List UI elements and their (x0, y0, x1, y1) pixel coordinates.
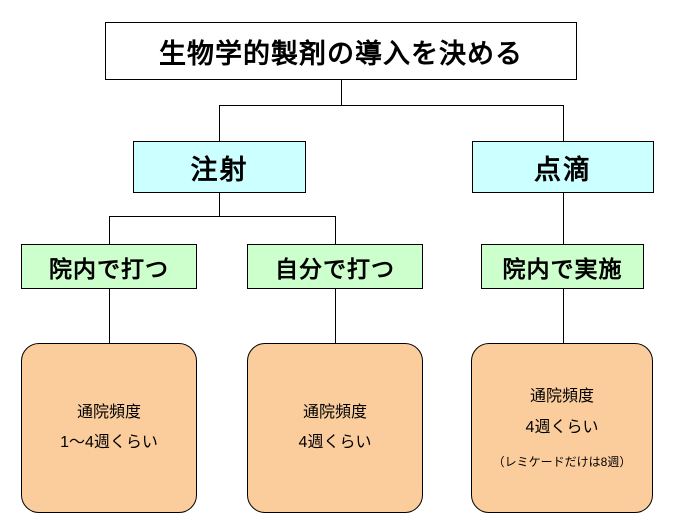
node-self-injection-label: 自分で打つ (275, 255, 395, 282)
frequency-self-injection-line2: 4週くらい (298, 434, 372, 451)
node-inhouse-injection-label: 院内で打つ (49, 255, 169, 282)
node-frequency-self-injection[interactable]: 通院頻度 4週くらい (247, 343, 423, 513)
node-frequency-inhouse-injection[interactable]: 通院頻度 1～4週くらい (21, 343, 197, 513)
connector-to-inhouse-injection (109, 216, 110, 244)
frequency-self-injection-line1: 通院頻度 (302, 403, 367, 421)
node-decision-root-label: 生物学的製剤の導入を決める (159, 38, 523, 69)
connector-self-injection-down (335, 289, 336, 343)
connector-to-injection (219, 105, 220, 141)
frequency-inhouse-drip-line2: 4週くらい (525, 418, 599, 436)
connector-level2-bus (219, 105, 563, 106)
frequency-inhouse-injection-line2: 1～4週くらい (60, 434, 158, 451)
frequency-inhouse-drip-note: （レミケードだけは8週） (492, 454, 632, 469)
node-inhouse-injection[interactable]: 院内で打つ (21, 244, 197, 289)
node-drip[interactable]: 点滴 (472, 141, 654, 193)
connector-injection-bus (109, 216, 335, 217)
node-injection[interactable]: 注射 (133, 141, 306, 193)
node-decision-root[interactable]: 生物学的製剤の導入を決める (105, 22, 577, 80)
connector-inhouse-drip-down (563, 289, 564, 343)
node-inhouse-drip[interactable]: 院内で実施 (481, 244, 644, 289)
frequency-inhouse-drip-line1: 通院頻度 (529, 388, 594, 406)
connector-injection-down (219, 193, 220, 216)
frequency-inhouse-injection-line1: 通院頻度 (76, 403, 141, 421)
connector-to-drip (563, 105, 564, 141)
connector-to-self-injection (335, 216, 336, 244)
node-drip-label: 点滴 (534, 154, 592, 185)
node-frequency-inhouse-drip[interactable]: 通院頻度 4週くらい （レミケードだけは8週） (471, 343, 653, 513)
node-inhouse-drip-label: 院内で実施 (502, 255, 623, 282)
node-injection-label: 注射 (190, 154, 249, 185)
connector-root-down (341, 80, 342, 105)
connector-drip-down (563, 193, 564, 244)
connector-inhouse-injection-down (109, 289, 110, 343)
node-self-injection[interactable]: 自分で打つ (247, 244, 423, 289)
